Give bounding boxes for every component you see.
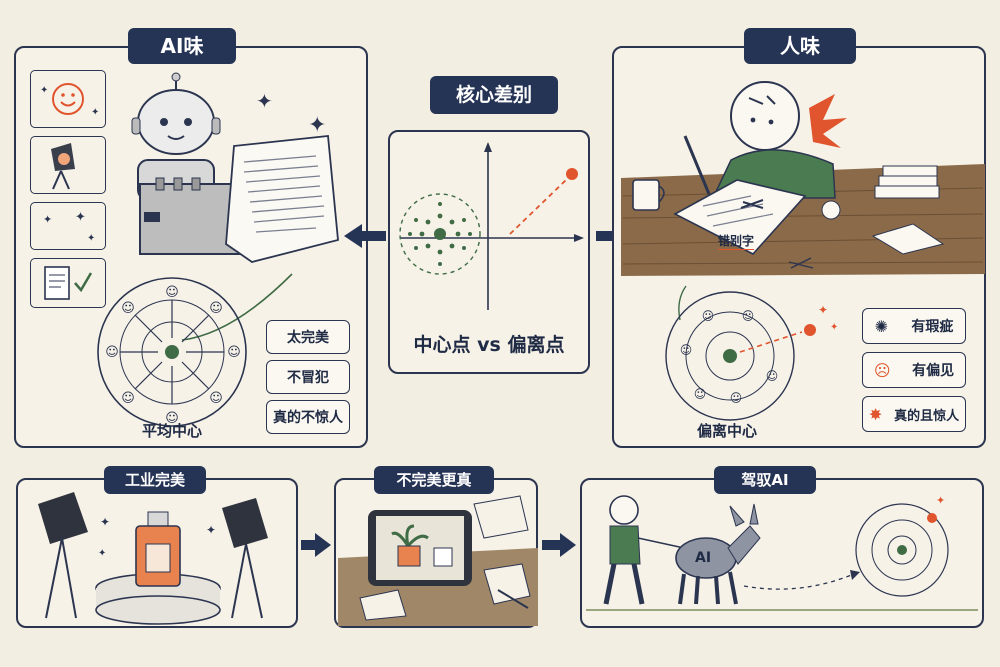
ai-label-inoffensive: 不冒犯 xyxy=(266,360,350,394)
average-center-caption: 平均中心 xyxy=(141,422,202,440)
arrow-left-icon xyxy=(344,224,386,248)
connector-curve xyxy=(181,273,293,341)
imperfect-title: 不完美更真 xyxy=(374,466,494,494)
svg-text:☺: ☺ xyxy=(165,285,179,300)
svg-text:☺: ☺ xyxy=(121,391,135,406)
svg-text:☺: ☺ xyxy=(730,391,743,405)
svg-text:✦: ✦ xyxy=(75,210,86,225)
ride-ai-title: 驾驭AI xyxy=(714,466,816,494)
angry-face-icon: ☹ xyxy=(873,360,891,380)
smiley-icon: ✦✦ xyxy=(40,83,99,118)
arrow-right-icon-2 xyxy=(301,533,331,557)
ride-donkey-illustration: ✦ xyxy=(586,494,978,611)
svg-text:✦: ✦ xyxy=(206,523,216,537)
svg-text:☺: ☺ xyxy=(694,387,707,401)
average-center-diagram: ☺ ☺ ☺ ☺ ☺ ☺ ☺ ☺ xyxy=(97,277,247,427)
studio-light-icon xyxy=(51,143,75,190)
studio-light-card xyxy=(30,136,106,194)
svg-text:✦: ✦ xyxy=(98,548,106,559)
svg-text:☺: ☺ xyxy=(702,309,715,323)
human-panel-title: 人味 xyxy=(744,28,856,64)
core-panel-title: 核心差别 xyxy=(430,76,558,114)
human-label-true-surprising: ✸ 真的且惊人 xyxy=(862,396,966,432)
perfume-studio-illustration: ✦ ✦ ✦ xyxy=(38,492,268,625)
svg-text:☺: ☺ xyxy=(105,345,119,360)
ai-label-too-perfect: 太完美 xyxy=(266,320,350,354)
smiley-card: ✦✦ xyxy=(30,70,106,128)
svg-text:☺: ☺ xyxy=(165,411,179,426)
svg-text:✦: ✦ xyxy=(43,213,52,226)
checked-document-card xyxy=(30,258,106,308)
arrow-right-icon-3 xyxy=(542,533,576,557)
typo-note: 错别字 xyxy=(718,234,755,250)
core-caption: 中心点 vs 偏离点 xyxy=(413,334,565,356)
human-writing-illustration xyxy=(621,81,985,276)
svg-text:✦: ✦ xyxy=(256,89,273,113)
svg-text:☺: ☺ xyxy=(680,343,693,357)
svg-text:✦: ✦ xyxy=(936,494,945,507)
document-check-icon xyxy=(44,266,93,300)
robot-printer-illustration: ✦ ✦ xyxy=(131,72,339,263)
core-panel xyxy=(388,130,590,374)
svg-text:☺: ☺ xyxy=(227,345,241,360)
ai-label-unsurprising: 真的不惊人 xyxy=(266,400,350,434)
svg-text:☺: ☺ xyxy=(766,369,779,383)
svg-text:✦: ✦ xyxy=(40,85,48,96)
burst-icon: ✸ xyxy=(868,404,883,424)
phone-photo-illustration xyxy=(338,495,538,626)
svg-text:✦: ✦ xyxy=(830,322,838,333)
sparkle-card: ✦ ✦ ✦ xyxy=(30,202,106,250)
svg-text:✦: ✦ xyxy=(308,113,326,138)
svg-text:✦: ✦ xyxy=(818,303,828,317)
industrial-title: 工业完美 xyxy=(104,466,206,494)
svg-text:✦: ✦ xyxy=(91,107,99,118)
svg-text:☺: ☺ xyxy=(209,391,223,406)
human-label-biased: ☹ 有偏见 xyxy=(862,352,966,388)
svg-text:✦: ✦ xyxy=(87,233,95,244)
core-scatter-diagram xyxy=(399,142,584,310)
deviation-center-diagram: ☺ ☺ ☺ ☺ ☺ ☺ ✦ ✦ xyxy=(665,285,838,421)
deviation-center-caption: 偏离中心 xyxy=(696,422,757,440)
svg-text:✦: ✦ xyxy=(100,515,110,529)
svg-text:☺: ☺ xyxy=(121,301,135,316)
scribble-icon: ✺ xyxy=(874,316,889,336)
svg-text:☺: ☺ xyxy=(209,301,223,316)
human-label-flawed: ✺ 有瑕疵 xyxy=(862,308,966,344)
sparkle-icon: ✦ ✦ ✦ xyxy=(43,210,95,244)
ai-panel-title: AI味 xyxy=(128,28,236,64)
donkey-ai-label: AI xyxy=(695,550,712,566)
svg-text:☺: ☺ xyxy=(742,309,755,323)
